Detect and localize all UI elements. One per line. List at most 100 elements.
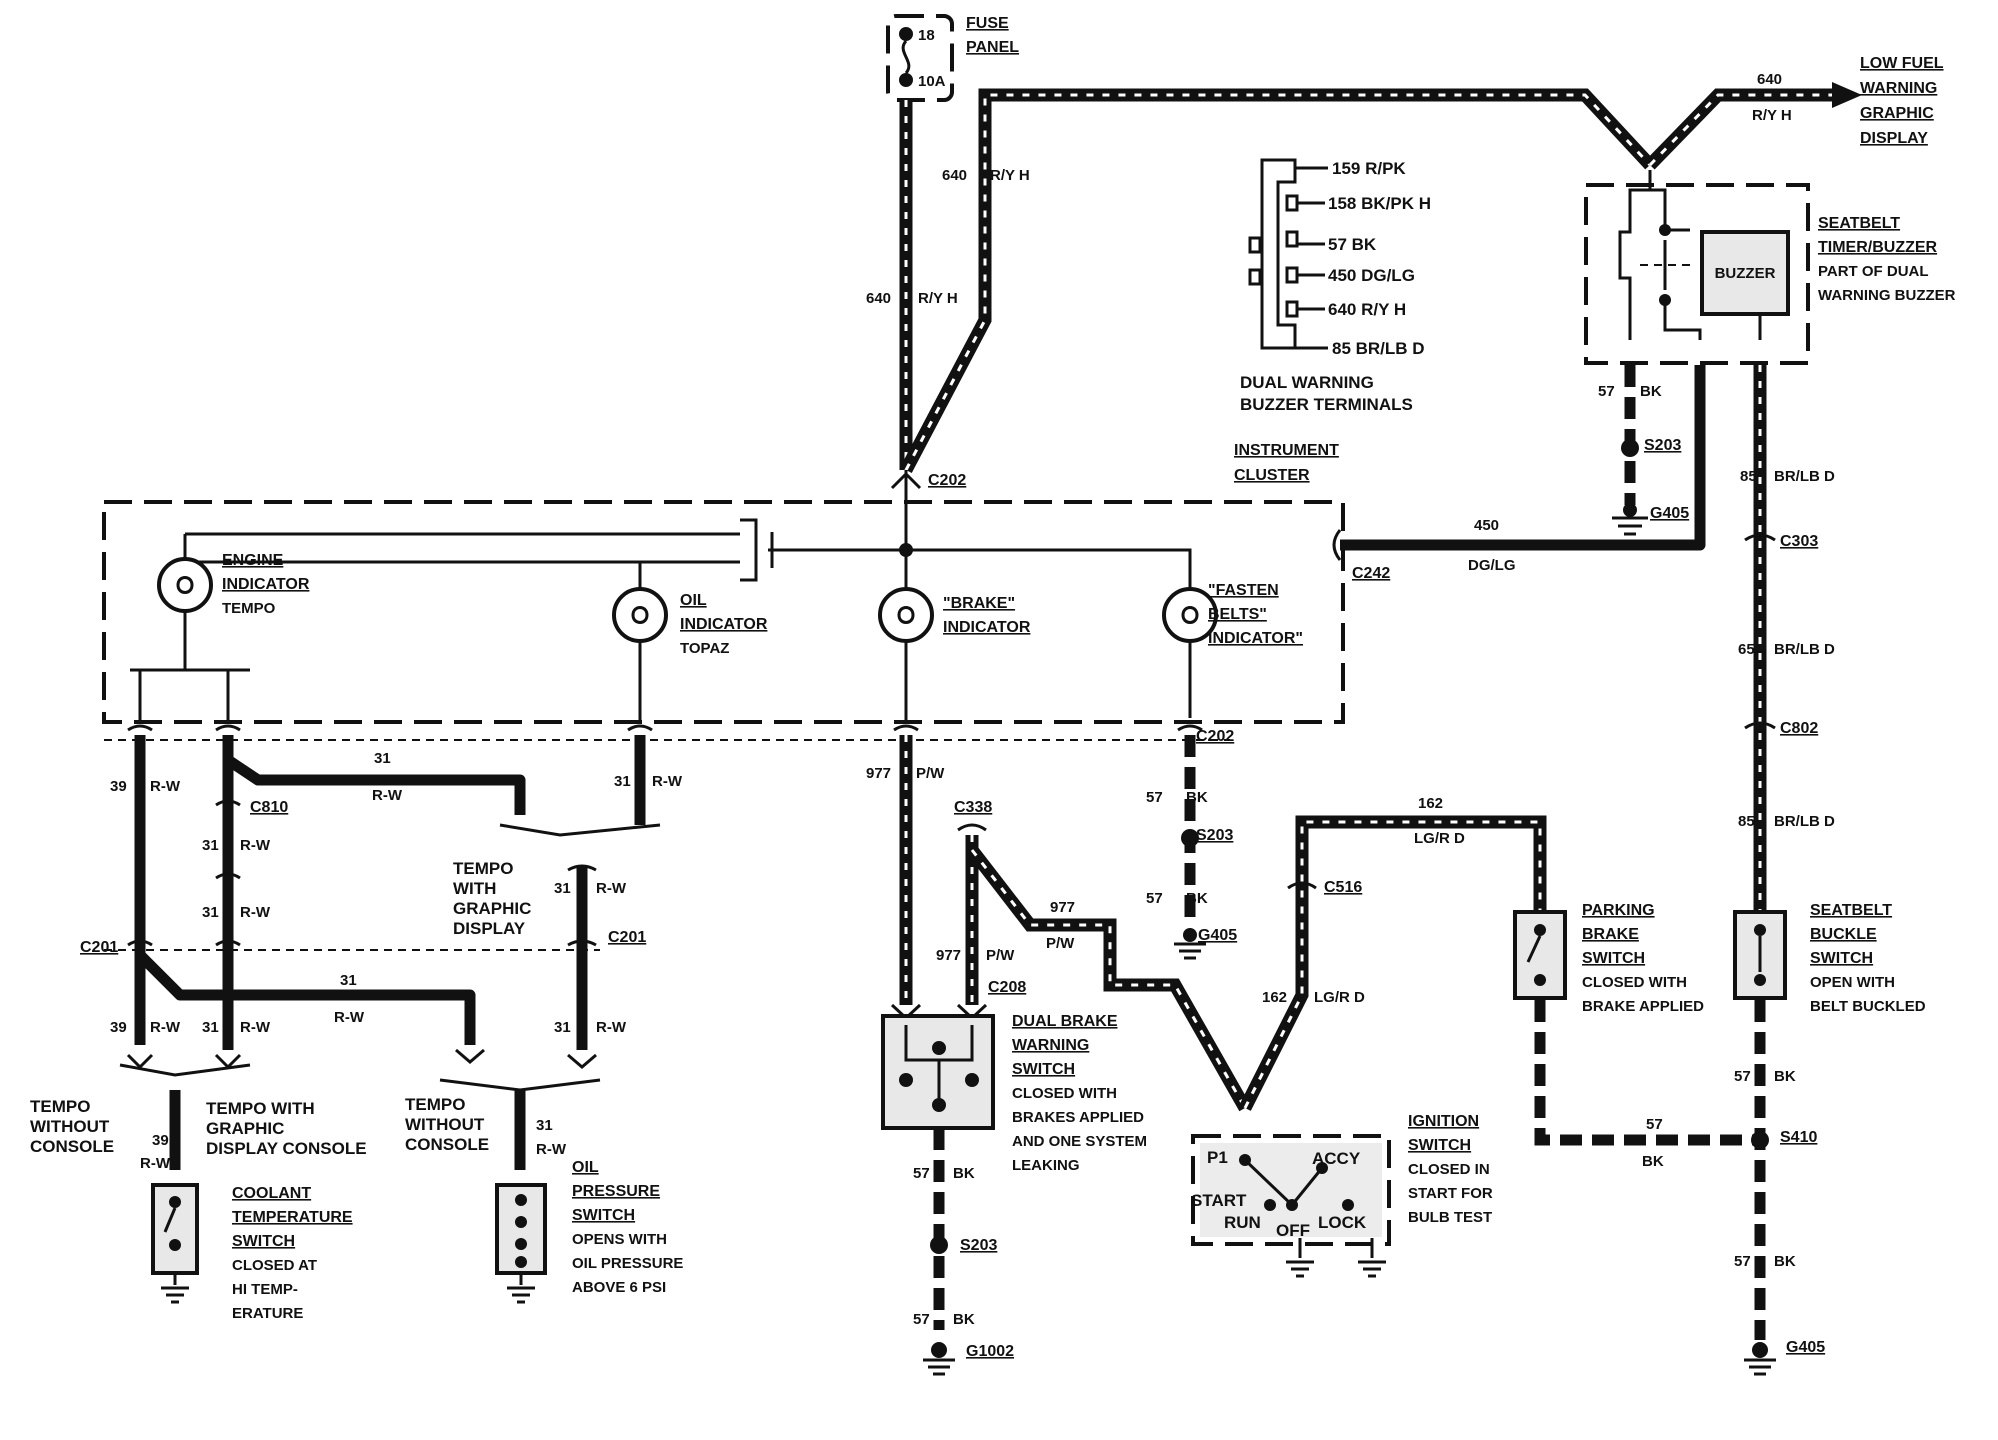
dual-brake-line-1: DUAL BRAKE <box>1012 1013 1118 1030</box>
brake-indicator-2: INDICATOR <box>943 619 1031 636</box>
wire-57-color-brake-1: BK <box>953 1165 975 1182</box>
terminal-5: 640 R/Y H <box>1328 300 1406 319</box>
tempo-graphic-2: WITH <box>453 879 496 898</box>
wire-31-num-7: 31 <box>340 972 357 989</box>
timer-line-4: WARNING BUZZER <box>1818 287 1956 304</box>
tempo-without-left-2: WITHOUT <box>30 1117 110 1136</box>
timer-line-2: TIMER/BUZZER <box>1818 239 1938 256</box>
wire-39-num-1: 39 <box>110 778 127 795</box>
timer-line-1: SEATBELT <box>1818 215 1900 232</box>
coolant-temp-switch: COOLANT TEMPERATURE SWITCH CLOSED AT HI … <box>151 1183 353 1322</box>
wire-31-num-4: 31 <box>614 773 631 790</box>
fuse-rating: 10A <box>918 73 946 90</box>
ignition-start: START <box>1191 1191 1247 1210</box>
wire-640-color-1: R/Y H <box>990 167 1030 184</box>
wire-39-color-1: R-W <box>150 778 181 795</box>
wire-450-num: 450 <box>1474 517 1499 534</box>
wire-57-color-top: BK <box>1640 383 1662 400</box>
brake-indicator-1: "BRAKE" <box>943 595 1015 612</box>
buzzer-label: BUZZER <box>1715 265 1776 282</box>
low-fuel-label: LOW FUEL WARNING GRAPHIC DISPLAY <box>1860 55 1944 147</box>
terminal-3: 57 BK <box>1328 235 1377 254</box>
wire-57-num-buckle-1: 57 <box>1734 1068 1751 1085</box>
timer-line-3: PART OF DUAL <box>1818 263 1929 280</box>
ignition-note-1: CLOSED IN <box>1408 1161 1490 1178</box>
left-wiring: 39 R-W 31 R-W C810 31 R-W 31 R-W 31 R-W … <box>80 735 683 1172</box>
tempo-with-console-1: TEMPO WITH <box>206 1099 315 1118</box>
wire-162: 162 LG/R D C516 162 LG/R D <box>1239 795 1547 1111</box>
wire-57-num-top: 57 <box>1598 383 1615 400</box>
c202-bottom-row: C202 <box>127 724 1234 745</box>
ground-icon <box>1358 1238 1386 1278</box>
splice-s203-top <box>1621 439 1639 457</box>
wire-31-color-4: R-W <box>652 773 683 790</box>
dual-brake-note-2: BRAKES APPLIED <box>1012 1109 1144 1126</box>
oil-indicator-lamp <box>612 587 668 643</box>
low-fuel-line-4: DISPLAY <box>1860 130 1928 147</box>
c516-label: C516 <box>1324 879 1362 896</box>
c201-right-label: C201 <box>608 929 646 946</box>
wire-65-num: 65 <box>1738 641 1755 658</box>
dual-brake-switch: 57 BK S203 57 BK G1002 DUAL BRAKE WARNIN… <box>881 1013 1147 1376</box>
fasten-belts-indicator-lamp <box>1162 587 1218 643</box>
tempo-graphic-3: GRAPHIC <box>453 899 531 918</box>
g405-bottom-label: G405 <box>1786 1339 1825 1356</box>
wire-640-num-2: 640 <box>866 290 891 307</box>
c810-label: C810 <box>250 799 288 816</box>
parking-line-1: PARKING <box>1582 902 1655 919</box>
wire-57-top: 57 BK S203 G405 <box>1598 365 1689 536</box>
wire-57-num-park: 57 <box>1646 1116 1663 1133</box>
oil-indicator-1: OIL <box>680 592 707 609</box>
wire-977: 977 P/W C338 977 P/W 977 P/W C208 <box>866 735 1251 1112</box>
low-fuel-line-3: GRAPHIC <box>1860 105 1934 122</box>
terminal-1: 159 R/PK <box>1332 159 1406 178</box>
buckle-line-1: SEATBELT <box>1810 902 1892 919</box>
coolant-line-1: COOLANT <box>232 1185 311 1202</box>
oil-note-2: OIL PRESSURE <box>572 1255 683 1272</box>
ignition-note-3: BULB TEST <box>1408 1209 1492 1226</box>
tempo-without-right-3: CONSOLE <box>405 1135 489 1154</box>
tempo-graphic-4: DISPLAY <box>453 919 526 938</box>
ground-icon <box>1612 516 1648 536</box>
wire-39-num-2: 39 <box>110 1019 127 1036</box>
low-fuel-wire-color: R/Y H <box>1752 107 1792 124</box>
splice-s203-mid <box>930 1236 948 1254</box>
tempo-with-console-3: DISPLAY CONSOLE <box>206 1139 367 1158</box>
wire-977-num-1: 977 <box>866 765 891 782</box>
ground-icon <box>1744 1358 1776 1376</box>
parking-note-1: CLOSED WITH <box>1582 974 1687 991</box>
wire-640-num-1: 640 <box>942 167 967 184</box>
ignition-switch: P1 ACCY START RUN OFF LOCK IGNITION SWIT… <box>1191 1113 1493 1278</box>
seatbelt-timer-buzzer: BUZZER SEATBELT TIMER/BUZZER PART OF DUA… <box>1584 170 1956 365</box>
wire-162-num-2: 162 <box>1262 989 1287 1006</box>
wire-31-num-6: 31 <box>202 1019 219 1036</box>
ignition-line-2: SWITCH <box>1408 1137 1471 1154</box>
tempo-with-console-2: GRAPHIC <box>206 1119 284 1138</box>
ignition-run: RUN <box>1224 1213 1261 1232</box>
wire-31-color-3: R-W <box>240 904 271 921</box>
wire-450-color: DG/LG <box>1468 557 1516 574</box>
low-fuel-line-1: LOW FUEL <box>1860 55 1944 72</box>
terminal-6: 85 BR/LB D <box>1332 339 1425 358</box>
engine-indicator-1: ENGINE <box>222 552 284 569</box>
wire-450: 450 DG/LG C242 <box>1332 365 1706 582</box>
wire-31-color-6: R-W <box>240 1019 271 1036</box>
wire-31-num-9: 31 <box>536 1117 553 1134</box>
fuse-icon <box>901 39 911 75</box>
c201-left-label: C201 <box>80 939 118 956</box>
wire-57-color-buckle-2: BK <box>1774 1253 1796 1270</box>
coolant-note-2: HI TEMP- <box>232 1281 298 1298</box>
wire-977-num-2: 977 <box>1050 899 1075 916</box>
fasten-indicator-1: "FASTEN <box>1208 582 1279 599</box>
parking-note-2: BRAKE APPLIED <box>1582 998 1704 1015</box>
wire-640: 640 R/Y H 640 R/Y H 640 R/Y H <box>866 71 1862 474</box>
coolant-note-1: CLOSED AT <box>232 1257 317 1274</box>
buckle-note-2: BELT BUCKLED <box>1810 998 1926 1015</box>
coolant-note-3: ERATURE <box>232 1305 303 1322</box>
g405-top-label: G405 <box>1650 505 1689 522</box>
wire-85-num-1: 85 <box>1740 468 1757 485</box>
dual-brake-line-3: SWITCH <box>1012 1061 1075 1078</box>
dual-brake-note-1: CLOSED WITH <box>1012 1085 1117 1102</box>
s203-bottom-label: S203 <box>1196 827 1233 844</box>
